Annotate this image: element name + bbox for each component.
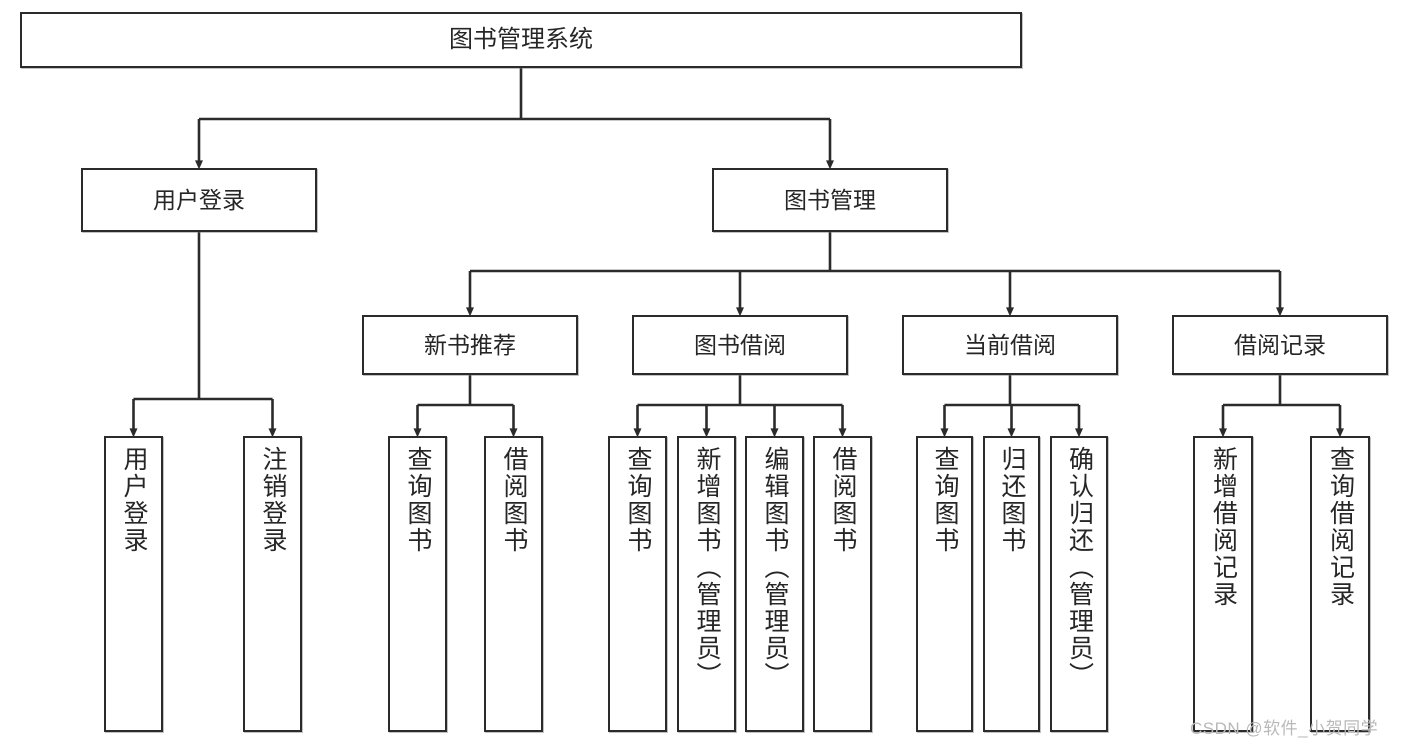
node-label: 新增图书（管理员） [693,446,721,689]
node-leaf-add-record[interactable]: 新增借阅记录 [1193,436,1253,732]
connector-bus-book-mgmt [470,232,1280,273]
connector-bus-new-book-rec [417,375,514,407]
node-current-borrow[interactable]: 当前借阅 [902,315,1118,375]
node-label: 注销登录 [259,446,287,554]
node-borrow-record[interactable]: 借阅记录 [1172,315,1388,375]
node-leaf-return-book[interactable]: 归还图书 [983,436,1040,732]
node-label: 当前借阅 [964,331,1056,358]
node-leaf-edit-book[interactable]: 编辑图书（管理员） [745,436,804,732]
node-label: 借阅记录 [1234,331,1326,358]
node-label: 用户登录 [153,186,245,213]
node-label: 借阅图书 [829,446,857,554]
node-user-login[interactable]: 用户登录 [81,168,317,232]
node-leaf-user-login[interactable]: 用户登录 [104,436,163,732]
node-label: 查询图书 [404,446,432,554]
connector-bus-book-borrow [637,375,843,407]
node-label: 新书推荐 [424,331,516,358]
node-leaf-borrow-book-2[interactable]: 借阅图书 [813,436,872,732]
watermark: CSDN @软件_小贺同学 [1190,719,1379,738]
connector-bus-current-borrow [944,375,1079,407]
node-leaf-query-record[interactable]: 查询借阅记录 [1310,436,1370,732]
node-label: 查询图书 [624,446,652,554]
node-leaf-query-book-2[interactable]: 查询图书 [608,436,667,732]
node-label: 新增借阅记录 [1209,446,1238,608]
node-book-mgmt[interactable]: 图书管理 [712,168,948,232]
node-label: 图书管理 [784,186,876,213]
node-label: 查询图书 [931,446,959,554]
node-book-borrow[interactable]: 图书借阅 [632,315,848,375]
node-label: 查询借阅记录 [1326,446,1355,608]
node-new-book-rec[interactable]: 新书推荐 [362,315,578,375]
node-label: 图书借阅 [694,331,786,358]
node-label: 图书管理系统 [449,26,593,53]
node-leaf-add-book[interactable]: 新增图书（管理员） [677,436,736,732]
node-label: 确认归还（管理员） [1065,446,1094,689]
connector-bus-user-login [133,232,273,401]
connector-bus-borrow-record [1223,375,1340,407]
node-leaf-query-book-1[interactable]: 查询图书 [388,436,447,732]
node-label: 用户登录 [120,446,148,554]
node-leaf-query-book-3[interactable]: 查询图书 [916,436,973,732]
node-label: 借阅图书 [500,446,528,554]
node-leaf-borrow-book-1[interactable]: 借阅图书 [484,436,543,732]
node-label: 编辑图书（管理员） [761,446,789,689]
node-leaf-logout[interactable]: 注销登录 [243,436,302,732]
connector-bus-root [199,68,830,121]
node-leaf-confirm-return[interactable]: 确认归还（管理员） [1050,436,1108,732]
node-label: 归还图书 [998,446,1026,554]
node-root[interactable]: 图书管理系统 [20,12,1022,68]
